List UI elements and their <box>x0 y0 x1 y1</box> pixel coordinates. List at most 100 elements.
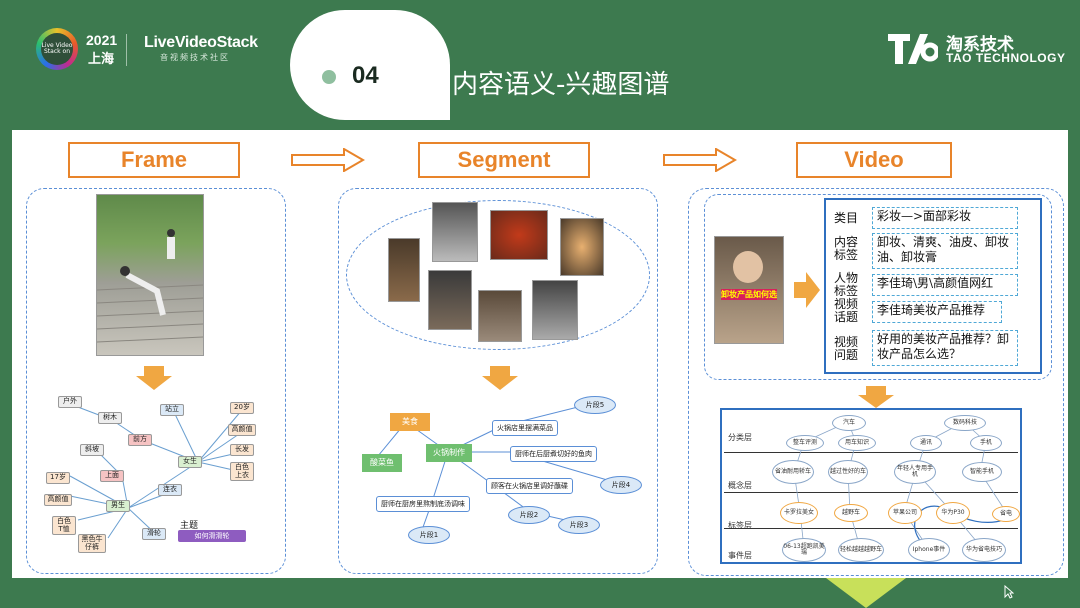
content-panel: Frame Segment Video <box>12 130 1068 578</box>
segment-thumb-5 <box>428 270 472 330</box>
video-value-person-tags: 李佳琦\男\高颜值网红 <box>872 274 1018 296</box>
footer-triangle <box>826 578 906 608</box>
kg-node-youth-phone: 年轻人专用手机 <box>894 460 936 484</box>
company-name-en: TAO TECHNOLOGY <box>946 51 1066 65</box>
kg-layer-tag: 标签层 <box>728 521 752 530</box>
kg-node-battery: 省电 <box>992 506 1020 522</box>
frame-node-longhair: 长发 <box>230 444 254 456</box>
section-tab <box>290 10 450 120</box>
kg-node-event-camry: 06-13超跑凯美瑞 <box>782 538 826 562</box>
frame-topic-value: 如何滑滑轮 <box>178 530 246 542</box>
arrow-frame-to-segment <box>291 148 365 172</box>
event-logo: Live Video Stack on <box>36 28 78 70</box>
tao-logo-icon <box>886 32 940 66</box>
kg-node-telecom: 通讯 <box>910 435 942 451</box>
frame-node-pretty-f: 高颜值 <box>228 424 256 436</box>
frame-node-connect: 连衣 <box>158 484 182 496</box>
kg-node-event-iphone: Iphone事件 <box>908 538 950 562</box>
video-value-content-tags: 卸妆、清爽、油皮、卸妆油、卸妆膏 <box>872 233 1018 269</box>
segment-thumb-1 <box>388 238 420 302</box>
video-label-question: 视频问题 <box>834 335 859 362</box>
segment-node-n2: 厨师在后厨煮切好的鱼肉 <box>510 446 597 462</box>
video-down-arrow <box>858 386 894 408</box>
stage-frame: Frame <box>68 142 240 178</box>
segment-container <box>338 188 658 574</box>
frame-node-girl: 女生 <box>178 456 202 468</box>
segment-clip-1: 片段1 <box>408 526 450 544</box>
frame-node-20yo: 20岁 <box>230 402 254 414</box>
frame-node-white-tee: 白色T恤 <box>52 516 76 536</box>
kg-divider-1 <box>724 452 1018 453</box>
brand-subtitle: 音视频技术社区 <box>160 53 230 62</box>
segment-thumb-6 <box>478 290 522 342</box>
header-bar: Live Video Stack on 2021 上海 LiveVideoSta… <box>0 0 1080 130</box>
segment-thumb-7 <box>532 280 578 340</box>
kg-node-corolla: 卡罗拉美女 <box>780 502 818 524</box>
frame-node-tree: 树木 <box>98 412 122 424</box>
video-label-person-tags: 人物标签 <box>834 271 859 298</box>
segment-thumb-4 <box>560 218 604 276</box>
frame-photo <box>96 194 204 356</box>
frame-container <box>26 188 286 574</box>
video-value-topic: 李佳琦美妆产品推荐 <box>872 301 1002 323</box>
video-label-category: 类目 <box>834 211 859 225</box>
kg-node-suv: 越野车 <box>834 504 868 522</box>
kg-node-p30: 华为P30 <box>936 502 970 524</box>
frame-node-pretty-m: 高颜值 <box>44 494 72 506</box>
kg-node-car-knowledge: 用车知识 <box>838 435 876 451</box>
segment-clip-5: 片段5 <box>574 396 616 414</box>
frame-node-boy: 男生 <box>106 500 130 512</box>
frame-node-white-top: 白色上衣 <box>230 462 254 482</box>
kg-node-phone: 手机 <box>970 435 1002 451</box>
segment-down-arrow <box>482 366 518 390</box>
frame-graph-edges <box>69 403 243 539</box>
kg-node-offroad-car: 越过性好的车 <box>828 460 868 484</box>
event-logo-text: Live Video Stack on <box>41 33 73 65</box>
frame-node-front: 前方 <box>128 434 152 446</box>
section-dot <box>322 70 336 84</box>
kg-layer-class: 分类层 <box>728 433 752 442</box>
kg-layer-concept: 概念层 <box>728 481 752 490</box>
frame-node-skates: 滑轮 <box>142 528 166 540</box>
segment-thumb-3 <box>490 210 548 260</box>
arrow-segment-to-video <box>663 148 737 172</box>
frame-node-standing: 站立 <box>160 404 184 416</box>
frame-node-above: 上面 <box>100 470 124 482</box>
segment-ellipse <box>346 200 650 350</box>
segment-clip-2: 片段2 <box>508 506 550 524</box>
kg-node-apple: 苹果公司 <box>888 502 922 524</box>
kg-node-digital: 数码科技 <box>944 415 986 431</box>
kg-node-car: 汽车 <box>832 415 866 431</box>
video-right-arrow <box>794 272 820 308</box>
frame-topic-label: 主题 <box>180 521 199 531</box>
stage-segment: Segment <box>418 142 590 178</box>
video-info-card <box>824 198 1042 374</box>
kg-node-economy-car: 省油耐用轿车 <box>772 460 814 484</box>
frame-node-17yo: 17岁 <box>46 472 70 484</box>
frame-down-arrow <box>136 366 172 390</box>
event-city: 上海 <box>88 51 115 66</box>
section-number: 04 <box>352 62 379 89</box>
video-top-box <box>704 194 1052 380</box>
stage-video: Video <box>796 142 952 178</box>
company-name-cn: 淘系技术 <box>946 35 1014 54</box>
header-divider <box>126 34 127 66</box>
frame-node-slope: 斜坡 <box>80 444 104 456</box>
segment-node-n4: 厨师在厨房里熬制底汤调味 <box>376 496 470 512</box>
video-thumb-caption: 卸妆产品如何选 <box>721 289 777 300</box>
kg-node-car-review: 整车评测 <box>786 435 824 451</box>
segment-node-food: 美食 <box>390 413 430 431</box>
video-thumbnail: 卸妆产品如何选 <box>714 236 784 344</box>
frame-node-jeans: 黑色牛仔裤 <box>78 534 106 554</box>
segment-node-n3: 顾客在火锅店里调好蘸碟 <box>486 478 573 494</box>
frame-node-outdoor: 户外 <box>58 396 82 408</box>
kg-layer-event: 事件层 <box>728 551 752 560</box>
kg-node-smartphone: 智能手机 <box>962 462 1002 482</box>
cursor-icon <box>1004 584 1015 599</box>
segment-thumb-2 <box>432 202 478 262</box>
kg-node-event-huawei: 华为省电技巧 <box>962 538 1006 562</box>
page-title: 内容语义-兴趣图谱 <box>452 70 670 100</box>
video-value-question: 好用的美妆产品推荐？卸妆产品怎么选？ <box>872 330 1018 366</box>
kg-node-event-suv: 轻松越越越野车 <box>838 538 884 562</box>
video-label-topic: 视频话题 <box>834 297 859 324</box>
